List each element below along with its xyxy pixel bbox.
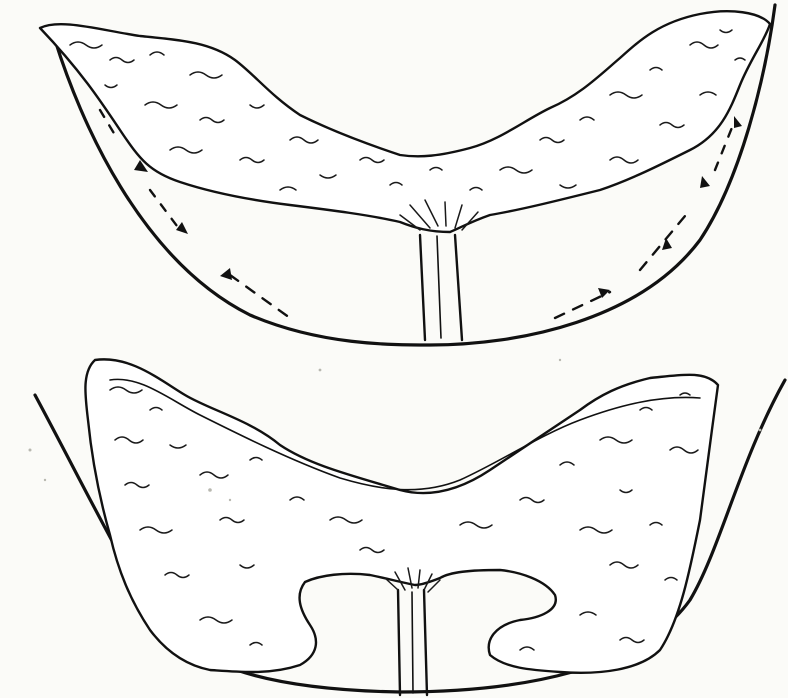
bottom-stem-right [424, 590, 427, 695]
arrow-head-right-top [734, 116, 742, 128]
top-stem-left [420, 235, 425, 340]
top-stem-core [437, 236, 441, 338]
bottom-stem-left [398, 590, 400, 695]
bottom-sketch-svg [0, 350, 788, 698]
top-stem-right [455, 235, 462, 340]
top-textured-mass [40, 11, 770, 232]
bottom-sketch [0, 350, 788, 698]
arrow-head-left-lower [176, 222, 188, 234]
arrow-head-right-mid [662, 238, 672, 250]
top-sketch [0, 0, 788, 350]
top-sketch-svg [0, 0, 788, 350]
bottom-stem-core [412, 592, 413, 693]
arrow-head-right-upper [700, 176, 710, 188]
arrow-head-left-bottom [220, 268, 232, 280]
